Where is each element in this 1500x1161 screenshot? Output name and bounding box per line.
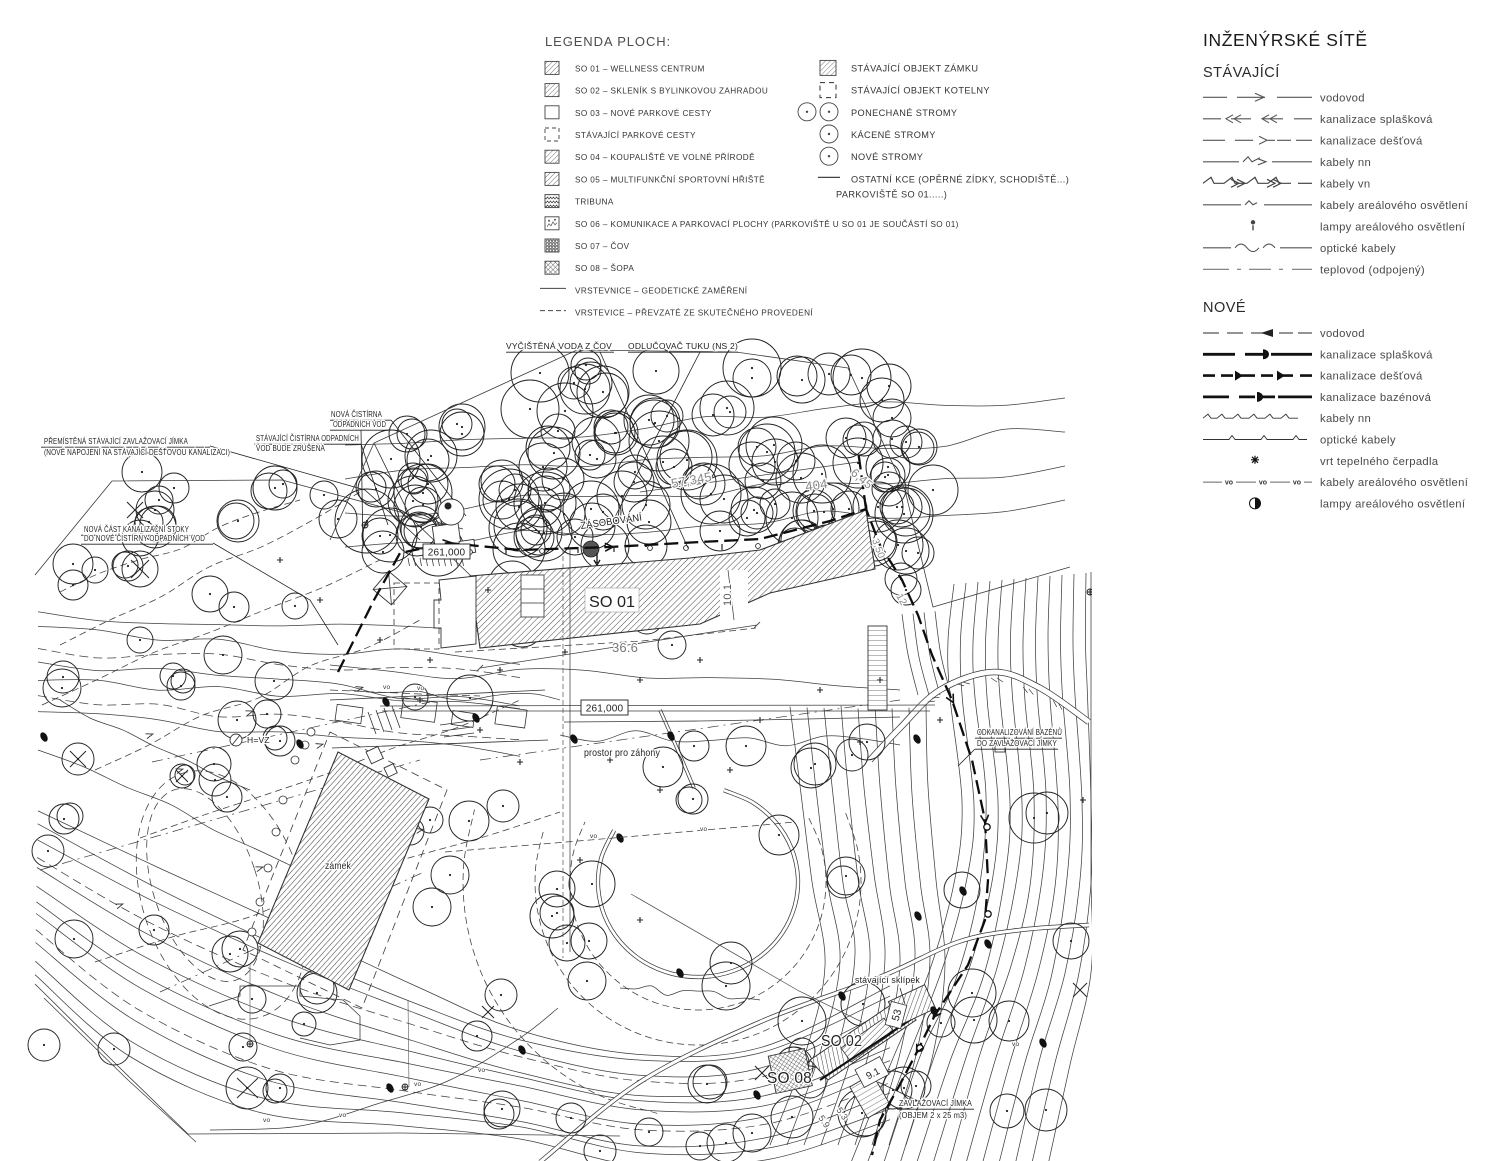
svg-text:vo: vo xyxy=(1012,1041,1019,1048)
svg-text:vo: vo xyxy=(414,1081,421,1088)
svg-text:kanalizace bazénová: kanalizace bazénová xyxy=(1320,392,1432,404)
svg-text:vo: vo xyxy=(383,684,390,691)
svg-text:KÁCENÉ STROMY: KÁCENÉ STROMY xyxy=(851,130,936,140)
svg-text:kabely nn: kabely nn xyxy=(1320,413,1371,425)
svg-text:SO 04 – KOUPALIŠTĚ VE VOLNÉ PŘ: SO 04 – KOUPALIŠTĚ VE VOLNÉ PŘÍRODĚ xyxy=(575,152,755,162)
svg-text:36.6: 36.6 xyxy=(612,640,638,655)
svg-text:vo: vo xyxy=(700,826,707,833)
svg-text:STÁVAJÍCÍ OBJEKT KOTELNY: STÁVAJÍCÍ OBJEKT KOTELNY xyxy=(851,86,990,96)
svg-text:SO 07 – ČOV: SO 07 – ČOV xyxy=(575,241,630,251)
svg-text:10.1: 10.1 xyxy=(722,584,734,606)
svg-text:VYČIŠTĚNÁ VODA Z ČOV: VYČIŠTĚNÁ VODA Z ČOV xyxy=(506,342,612,351)
svg-text:kanalizace splašková: kanalizace splašková xyxy=(1320,349,1433,361)
svg-text:vo: vo xyxy=(1259,480,1267,487)
svg-text:ODLUČOVAČ TUKU (NS 2): ODLUČOVAČ TUKU (NS 2) xyxy=(628,342,738,351)
svg-text:NOVÁ ČISTÍRNA: NOVÁ ČISTÍRNA xyxy=(331,410,382,419)
svg-text:VRSTEVNICE – GEODETICKÉ ZAMĚŘE: VRSTEVNICE – GEODETICKÉ ZAMĚŘENÍ xyxy=(575,285,748,295)
svg-text:SO 02: SO 02 xyxy=(821,1033,862,1050)
svg-text:lampy areálového osvětlení: lampy areálového osvětlení xyxy=(1320,221,1466,233)
svg-text:ODPADNÍCH VOD: ODPADNÍCH VOD xyxy=(333,420,386,429)
svg-text:INŽENÝRSKÉ SÍTĚ: INŽENÝRSKÉ SÍTĚ xyxy=(1203,30,1368,50)
svg-text:vodovod: vodovod xyxy=(1320,92,1365,104)
svg-text:kabely nn: kabely nn xyxy=(1320,157,1371,169)
svg-text:ZAVLAŽOVACÍ JÍMKA: ZAVLAŽOVACÍ JÍMKA xyxy=(899,1099,972,1108)
svg-text:kabely areálového osvětlení: kabely areálového osvětlení xyxy=(1320,200,1469,212)
svg-text:PONECHANÉ STROMY: PONECHANÉ STROMY xyxy=(851,108,957,118)
svg-text:DO ZAVLAŽOVACÍ JÍMKY: DO ZAVLAŽOVACÍ JÍMKY xyxy=(977,739,1057,748)
svg-text:NOVÉ STROMY: NOVÉ STROMY xyxy=(851,152,923,162)
svg-text:SO 05 – MULTIFUNKČNÍ SPORTOVNÍ: SO 05 – MULTIFUNKČNÍ SPORTOVNÍ HŘIŠTĚ xyxy=(575,174,765,184)
svg-text:teplovod (odpojený): teplovod (odpojený) xyxy=(1320,264,1425,276)
svg-text:prostor pro záhony: prostor pro záhony xyxy=(584,747,660,759)
svg-text:DO NOVÉ ČISTÍRNY ODPADNÍCH VOD: DO NOVÉ ČISTÍRNY ODPADNÍCH VOD xyxy=(84,534,205,543)
svg-text:NOVÉ: NOVÉ xyxy=(1203,299,1246,316)
svg-text:261,000: 261,000 xyxy=(586,704,624,715)
svg-text:vo: vo xyxy=(1293,480,1301,487)
svg-text:vo: vo xyxy=(263,1117,270,1124)
svg-text:STÁVAJÍCÍ: STÁVAJÍCÍ xyxy=(1203,64,1280,81)
svg-text:53: 53 xyxy=(890,1008,905,1023)
svg-text:(OBJEM 2 x 25 m3): (OBJEM 2 x 25 m3) xyxy=(899,1111,967,1120)
svg-text:vodovod: vodovod xyxy=(1320,328,1365,340)
svg-text:stávající sklípek: stávající sklípek xyxy=(855,975,920,986)
svg-text:SO 03 – NOVÉ PARKOVÉ CESTY: SO 03 – NOVÉ PARKOVÉ CESTY xyxy=(575,108,712,118)
svg-text:vo: vo xyxy=(478,1067,485,1074)
svg-text:vo: vo xyxy=(590,833,597,840)
svg-text:zámek: zámek xyxy=(325,860,351,872)
svg-text:vo: vo xyxy=(417,685,424,692)
svg-text:SO 06 – KOMUNIKACE A PARKOVACÍ: SO 06 – KOMUNIKACE A PARKOVACÍ PLOCHY (P… xyxy=(575,219,959,229)
svg-text:SO 01 – WELLNESS CENTRUM: SO 01 – WELLNESS CENTRUM xyxy=(575,64,705,73)
svg-text:VRSTEVICE – PŘEVZATÉ ZE SKUTEČ: VRSTEVICE – PŘEVZATÉ ZE SKUTEČNÉHO PROVE… xyxy=(575,308,813,318)
svg-text:kanalizace dešťová: kanalizace dešťová xyxy=(1320,371,1423,383)
svg-text:261,000: 261,000 xyxy=(428,548,466,559)
svg-text:PARKOVIŠTĚ SO 01.....): PARKOVIŠTĚ SO 01.....) xyxy=(836,189,947,199)
svg-text:(NOVÉ NAPOJENÍ NA STÁVAJÍCÍ DE: (NOVÉ NAPOJENÍ NA STÁVAJÍCÍ DEŠŤOVOU KAN… xyxy=(44,448,230,457)
svg-text:kabely areálového osvětlení: kabely areálového osvětlení xyxy=(1320,477,1469,489)
svg-text:vo: vo xyxy=(339,1112,346,1119)
svg-text:lampy areálového osvětlení: lampy areálového osvětlení xyxy=(1320,498,1466,510)
svg-text:LEGENDA PLOCH:: LEGENDA PLOCH: xyxy=(545,34,671,49)
svg-text:OSTATNÍ KCE (OPĚRNÉ ZÍDKY, SCH: OSTATNÍ KCE (OPĚRNÉ ZÍDKY, SCHODIŠTĚ...) xyxy=(851,174,1069,184)
svg-text:PŘEMÍSTĚNÁ STÁVAJÍCÍ ZAVLAŽOVA: PŘEMÍSTĚNÁ STÁVAJÍCÍ ZAVLAŽOVACÍ JÍMKA xyxy=(44,437,188,446)
svg-text:SO 01: SO 01 xyxy=(589,594,635,611)
svg-text:STÁVAJÍCÍ OBJEKT ZÁMKU: STÁVAJÍCÍ OBJEKT ZÁMKU xyxy=(851,63,978,73)
svg-text:SO 02 – SKLENÍK S BYLINKOVOU Z: SO 02 – SKLENÍK S BYLINKOVOU ZAHRADOU xyxy=(575,86,768,96)
svg-text:kanalizace dešťová: kanalizace dešťová xyxy=(1320,135,1423,147)
svg-text:SO 08: SO 08 xyxy=(767,1070,812,1087)
svg-text:kabely vn: kabely vn xyxy=(1320,178,1370,190)
svg-text:STÁVAJÍCÍ ČISTÍRNA ODPADNÍCH: STÁVAJÍCÍ ČISTÍRNA ODPADNÍCH xyxy=(256,434,359,443)
svg-text:NOVÁ ČÁST KANALIZAČNÍ STOKY: NOVÁ ČÁST KANALIZAČNÍ STOKY xyxy=(84,525,189,534)
svg-text:vrt tepelného čerpadla: vrt tepelného čerpadla xyxy=(1320,456,1439,468)
svg-text:404: 404 xyxy=(804,476,828,494)
svg-text:STÁVAJÍCÍ PARKOVÉ CESTY: STÁVAJÍCÍ PARKOVÉ CESTY xyxy=(575,130,696,140)
svg-text:H=VZ: H=VZ xyxy=(247,735,270,745)
svg-text:VOD BUDE ZRUŠENA: VOD BUDE ZRUŠENA xyxy=(256,444,325,453)
svg-text:optické kabely: optické kabely xyxy=(1320,243,1396,255)
svg-text:SO 08 – ŠOPA: SO 08 – ŠOPA xyxy=(575,263,634,273)
svg-text:optické kabely: optické kabely xyxy=(1320,435,1396,447)
svg-text:vo: vo xyxy=(1225,480,1233,487)
svg-text:kanalizace splašková: kanalizace splašková xyxy=(1320,114,1433,126)
svg-text:TRIBUNA: TRIBUNA xyxy=(575,198,614,207)
svg-text:ODKANALIZOVÁNÍ BAZÉNŮ: ODKANALIZOVÁNÍ BAZÉNŮ xyxy=(977,728,1062,737)
